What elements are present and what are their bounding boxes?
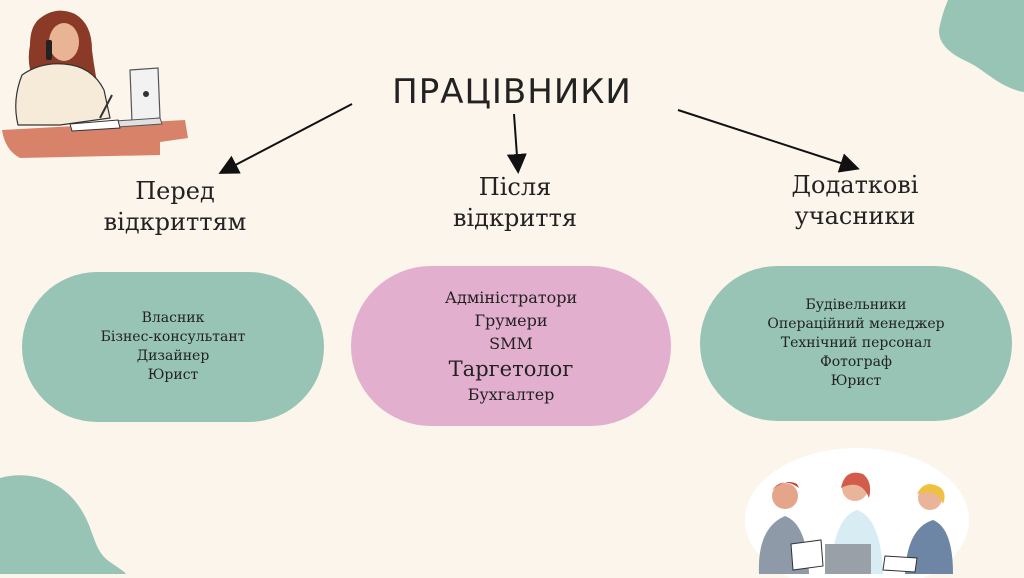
heading-line: відкриття [420,203,610,234]
list-item: Технічний персонал [781,334,931,353]
heading-additional-participants: Додаткові учасники [760,170,950,232]
pill-before-opening: Власник Бізнес-консультант Дизайнер Юрис… [22,272,324,422]
heading-line: відкриттям [80,207,270,238]
pill-after-opening: Адміністратори Грумери SMM Таргетолог Бу… [351,266,671,426]
heading-before-opening: Перед відкриттям [80,176,270,238]
heading-line: учасники [760,201,950,232]
list-item: SMM [489,332,533,355]
heading-after-opening: Після відкриття [420,172,610,234]
pill-additional-participants: Будівельники Операційний менеджер Техніч… [700,266,1012,421]
list-item: Дизайнер [137,347,210,366]
arrow-right [678,110,856,168]
list-item: Бізнес-консультант [101,328,246,347]
diagram-title: ПРАЦІВНИКИ [0,72,1024,112]
list-item: Операційний менеджер [767,315,944,334]
heading-line: Перед [80,176,270,207]
list-item: Будівельники [805,296,906,315]
list-item: Бухгалтер [468,383,555,406]
arrow-middle [514,114,518,170]
list-item: Юрист [831,372,882,391]
heading-line: Після [420,172,610,203]
list-item: Адміністратори [445,286,577,309]
arrow-left [222,104,352,172]
list-item: Фотограф [820,353,892,372]
list-item: Грумери [474,309,547,332]
heading-line: Додаткові [760,170,950,201]
list-item: Таргетолог [449,355,574,383]
list-item: Власник [142,309,205,328]
list-item: Юрист [148,366,199,385]
